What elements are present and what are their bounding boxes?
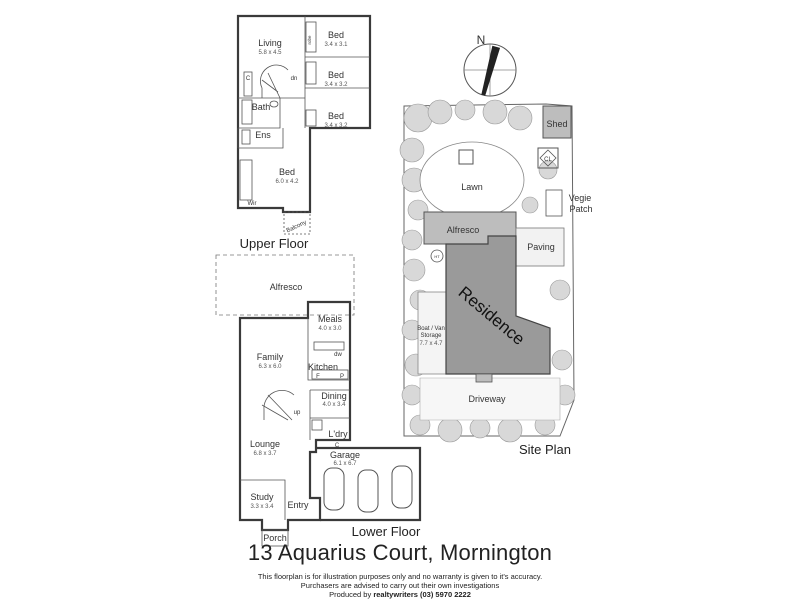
- lower-study-label: Study: [250, 492, 274, 502]
- site-storage-label-2: Storage: [420, 333, 442, 339]
- lower-dining-dims: 4.0 x 3.4: [322, 402, 346, 408]
- upper-floor-plan: [236, 14, 372, 235]
- lower-pantry-label: P: [340, 374, 344, 380]
- produced-by-prefix: Produced by: [329, 590, 374, 599]
- producer-brand-link[interactable]: realtywriters: [373, 590, 418, 599]
- upper-bed3-label: Bed: [328, 111, 344, 121]
- lower-floor-title: Lower Floor: [352, 524, 421, 539]
- upper-bed2-label: Bed: [328, 70, 344, 80]
- lower-laundry-label: L'dry: [328, 429, 348, 439]
- upper-wir-label: Wir: [248, 201, 257, 207]
- upper-bed1-dims: 3.4 x 3.1: [324, 42, 348, 48]
- lower-meals-dims: 4.0 x 3.0: [318, 326, 342, 332]
- lower-kitchen-label: Kitchen: [308, 362, 338, 372]
- lower-garage-label: Garage: [330, 450, 360, 460]
- lower-floor-plan: [215, 254, 422, 547]
- upper-floor-title: Upper Floor: [240, 236, 309, 251]
- lower-lounge-label: Lounge: [250, 439, 280, 449]
- upper-master-bed-label: Bed: [279, 167, 295, 177]
- site-plan-title: Site Plan: [519, 442, 571, 457]
- lower-family-dims: 6.3 x 6.0: [258, 364, 282, 370]
- disclaimer-line-1: This floorplan is for illustration purpo…: [257, 572, 543, 581]
- site-alfresco-label: Alfresco: [447, 225, 480, 235]
- site-vegie-label-1: Vegie: [569, 193, 592, 203]
- upper-bed3-dims: 3.4 x 3.2: [324, 123, 348, 129]
- site-storage-dims: 7.7 x 4.7: [419, 341, 443, 347]
- lower-family-label: Family: [257, 352, 284, 362]
- site-lawn-label: Lawn: [461, 182, 483, 192]
- north-label: N: [477, 33, 486, 47]
- north-compass: [463, 43, 517, 97]
- lower-lounge-dims: 6.8 x 3.7: [253, 451, 277, 457]
- lower-entry-label: Entry: [287, 500, 309, 510]
- producer-phone: (03) 5970 2222: [417, 590, 471, 599]
- upper-balcony-label: Balcony: [286, 220, 308, 234]
- lower-porch-label: Porch: [263, 533, 287, 543]
- lower-fridge-label: F: [316, 374, 320, 380]
- upper-living-label: Living: [258, 38, 282, 48]
- lower-meals-label: Meals: [318, 314, 343, 324]
- site-driveway-label: Driveway: [468, 394, 506, 404]
- producer-credit: Produced by realtywriters (03) 5970 2222: [0, 590, 800, 599]
- lower-study-dims: 3.3 x 3.4: [250, 504, 274, 510]
- lower-cupboard-label: C: [335, 443, 340, 449]
- upper-bed2-dims: 3.4 x 3.2: [324, 82, 348, 88]
- site-shed-label: Shed: [546, 119, 567, 129]
- upper-master-bed-dims: 6.0 x 4.2: [275, 179, 299, 185]
- lower-up-label: up: [294, 410, 301, 416]
- upper-cupboard-label: C: [246, 76, 251, 82]
- upper-dn-label: dn: [291, 76, 298, 82]
- lower-dw-label: dw: [334, 352, 342, 358]
- upper-bath-label: Bath: [252, 102, 271, 112]
- disclaimer-line-2: Purchasers are advised to carry out thei…: [300, 581, 500, 590]
- site-ht-label: HT: [434, 254, 440, 259]
- lower-garage-dims: 6.1 x 6.7: [333, 461, 357, 467]
- site-storage-label-1: Boat / Van: [417, 326, 445, 332]
- upper-robe-label: robe: [307, 35, 312, 45]
- site-clothesline-label: CL: [544, 157, 552, 163]
- lower-alfresco-label: Alfresco: [270, 282, 303, 292]
- lower-dining-label: Dining: [321, 391, 347, 401]
- garage-cars: [323, 465, 413, 513]
- site-vegie-label-2: Patch: [569, 204, 592, 214]
- site-plan-drawing: [399, 99, 576, 443]
- upper-bed1-label: Bed: [328, 30, 344, 40]
- upper-ens-label: Ens: [255, 130, 271, 140]
- site-paving-label: Paving: [527, 242, 555, 252]
- property-address-title: 13 Aquarius Court, Mornington: [247, 540, 553, 565]
- upper-living-dims: 5.8 x 4.5: [258, 50, 282, 56]
